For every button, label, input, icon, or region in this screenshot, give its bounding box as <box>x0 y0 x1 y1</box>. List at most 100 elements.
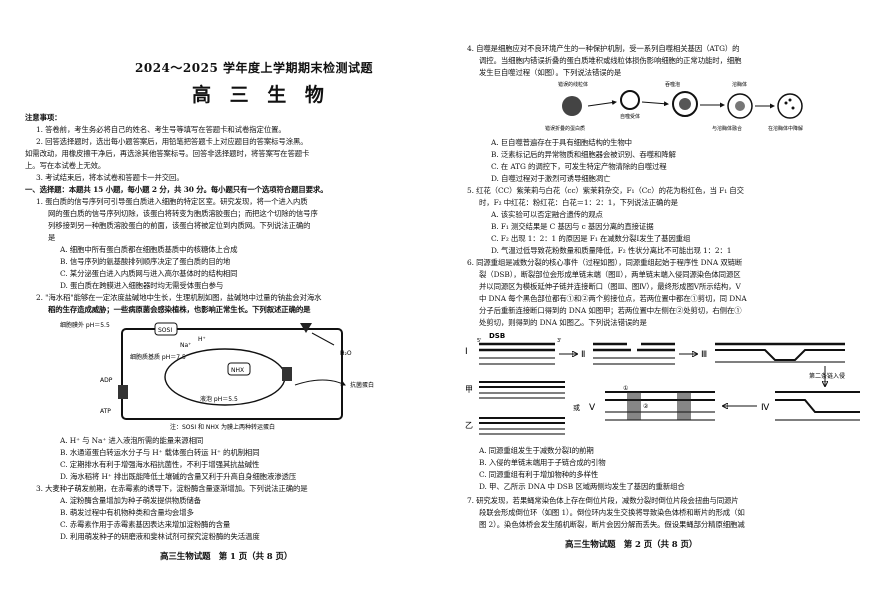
antibacterial-protein-label: 抗菌蛋白 <box>350 381 374 389</box>
page-footer-2: 高三生物试题 第 2 页（共 8 页） <box>565 540 698 550</box>
q4-option-c: C. 在 ATG 的调控下，可发生特定产物清除的自噬过程 <box>491 162 667 171</box>
water-label: H₂O <box>340 350 352 357</box>
fusion-vesicle <box>727 93 753 119</box>
proton-pump-membrane <box>118 385 128 399</box>
q3-option-d: D. 利用萌发种子的研磨液和斐林试剂可探究淀粉酶的失活温度 <box>60 532 260 541</box>
page-footer-1: 高三生物试题 第 1 页（共 8 页） <box>160 552 293 562</box>
adp-label: ADP <box>100 377 113 384</box>
stage-3-dna <box>715 342 845 363</box>
sosi-label: SOSI <box>158 327 172 334</box>
note-line: 上。写在本试卷上无效。 <box>25 161 106 170</box>
cytosol-ph-label: 细胞质基质 pH＝7.5 <box>130 353 186 361</box>
q6-option-c: C. 同源重组有利于增加物种的多样性 <box>479 470 599 479</box>
phagophore <box>620 90 640 110</box>
notes-heading: 注意事项： <box>25 113 62 122</box>
cargo <box>679 98 691 110</box>
na-label: Na⁺ <box>180 342 191 349</box>
stage-4-dna <box>775 391 860 421</box>
water-channel <box>300 323 312 333</box>
section-heading: 一、选择题：本题共 15 小题，每小题 2 分，共 30 分。每小题只有一个选项… <box>25 185 328 194</box>
note-line: 3. 考试结束后，将本试卷和答题卡一并交回。 <box>36 173 184 182</box>
h-label: H⁺ <box>198 336 206 343</box>
outside-ph-label: 细胞膜外 pH＝5.5 <box>60 321 110 329</box>
autolysosome <box>777 93 803 119</box>
end-3prime: 3' <box>557 338 562 344</box>
stage-3-label: Ⅲ <box>701 350 707 360</box>
q1-option-c: C. 某分泌蛋白进入内质网与进入高尔基体时的结构相同 <box>60 269 238 278</box>
second-strand-invasion-label: 第二条链入侵 <box>809 372 845 380</box>
q5-option-b: B. F₁ 测交结果是 C 基因与 c 基因分离的直接证据 <box>491 222 654 231</box>
q4-option-a: A. 巨自噬普遍存在于具有细胞结构的生物中 <box>491 138 632 147</box>
arrow <box>641 101 669 107</box>
figure-caption: 注：SOSI 和 NHX 为膜上两种转运蛋白 <box>170 423 275 431</box>
question-7-line: 7. 研究发现，若果蝇常染色体上存在倒位片段，减数分裂时倒位片段会扭曲与同源片 <box>467 496 739 505</box>
q5-option-c: C. F₂ 出现 1：2：1 的原因是 F₁ 在减数分裂Ⅰ发生了基因重组 <box>491 234 691 243</box>
q6-option-d: D. 甲、乙所示 DNA 中 DSB 区域两侧均发生了基因的重新组合 <box>479 482 685 491</box>
label-fusion: 与溶酶体融合 <box>712 125 742 132</box>
nhx-transporter <box>227 362 251 376</box>
label-lysosome: 溶酶体 <box>732 81 747 88</box>
q2-option-c: C. 定期排水有利于增强海水稻抗菌性，不利于增强其抗盐碱性 <box>60 460 260 469</box>
question-5-line: 时，F₂ 中红花：粉红花：白花＝1：2：1，下列说法正确的是 <box>479 198 678 207</box>
question-6-line: 处剪切，则得到的 DNA 如图乙。下列说法错误的是 <box>479 318 647 327</box>
question-6-line: 裂（DSB），断裂部位会形成单链末端（图Ⅱ），两单链末端入侵同源染色体同源区 <box>479 270 741 279</box>
note-line: 2. 回答选择题时，选出每小题答案后，用铅笔把答题卡上对应题目的答案标号涂黑。 <box>36 137 308 146</box>
q3-option-c: C. 赤霉素作用于赤霉素基因表达来增加淀粉酶的含量 <box>60 520 231 529</box>
sea-rice-cell-diagram: SOSI NHX 细胞膜外 pH＝5.5 细胞质基质 pH＝7.5 液泡 pH＝… <box>60 321 374 431</box>
question-1-line: 是 <box>48 233 56 242</box>
question-5-line: 5. 红花（CC）紫茉莉与白花（cc）紫茉莉杂交，F₁（Cc）的花为粉红色，当 … <box>467 186 744 195</box>
or-label: 或 <box>573 403 580 412</box>
sosi-transporter <box>154 322 178 336</box>
q2-option-b: B. 水通道蛋白转运水分子与 H⁺ 载体蛋白转运 H⁺ 的机制相同 <box>60 448 260 457</box>
end-5prime: 5' <box>477 338 482 344</box>
question-6-line: 6. 同源重组是减数分裂的核心事件（过程如图），同源重组起始于程序性 DNA 双… <box>467 258 743 267</box>
label-degradation: 在溶酶体中降解 <box>768 125 803 132</box>
q1-option-a: A. 细胞中所有蛋白质都在细胞质基质中的核糖体上合成 <box>60 245 238 254</box>
note-line: 1. 答卷前，考生务必将自己的姓名、考生号等填写在答题卡和试卷指定位置。 <box>36 125 286 134</box>
autophagy-diagram: 错误的线粒体 吞噬泡 自噬受体 溶酶体 错误折叠的蛋白质 与溶酶体融合 在溶酶体… <box>545 81 803 132</box>
result-jia-label: 甲 <box>465 385 473 394</box>
question-1-line: 1. 蛋白质的信号序列可引导蛋白质进入细胞的特定区室。研究发现，将一个进入内质 <box>36 197 308 206</box>
q1-option-b: B. 信号序列的氨基酸排列顺序决定了蛋白质的目的地 <box>60 257 231 266</box>
q6-option-a: A. 同源重组发生于减数分裂Ⅰ的前期 <box>479 446 594 455</box>
stage-5-dna <box>605 391 715 421</box>
q3-option-a: A. 淀粉酶含量增加为种子萌发提供物质储备 <box>60 496 201 505</box>
question-1-line: 网的蛋白质的信号序列切除，该蛋白将转变为胞质溶胶蛋白；而把这个切除的信号序 <box>48 209 318 218</box>
right-column: 4. 自噬是细胞应对不良环境产生的一种保护机制，受一系列自噬相关基因（ATG）的… <box>445 0 870 615</box>
question-6-line: 中 DNA 每个黑色部位都有①和②两个剪接位点，若两位置中都在①剪切，同 DNA <box>479 294 747 303</box>
left-column: 2024～2025 学年度上学期期末检测试题 高 三 生 物 注意事项： 1. … <box>25 61 374 562</box>
question-4-line: 4. 自噬是细胞应对不良环境产生的一种保护机制，受一系列自噬相关基因（ATG）的 <box>467 44 740 53</box>
result-yi-dna <box>479 417 565 435</box>
fused-cargo <box>735 101 745 111</box>
question-4-line: 调控。当细胞内错误折叠的蛋白质堆积或线粒体损伤影响细胞的正常功能时，细胞 <box>479 56 742 65</box>
question-7-line: 图 2）。染色体桥会发生随机断裂，断片会因分解而丢失。假设果蝇部分精原细胞减 <box>479 520 745 529</box>
cut-site-1: ① <box>623 385 628 392</box>
proton-pump-vacuole <box>282 367 292 381</box>
question-6-line: 分子后重新连接断口得到的 DNA 如图甲；若两位置中左侧在②处剪切，右侧在① <box>479 306 742 315</box>
water-arrow <box>311 332 335 346</box>
result-yi-label: 乙 <box>465 421 473 430</box>
secretion-arrow <box>294 379 346 386</box>
question-7-line: 段联会形成倒位环（如图 1）。倒位环内发生交换将导致染色体桥和断片的形成（如 <box>479 508 745 517</box>
question-6-line: 并以同源区为模板延伸子链并连接断口（图Ⅲ、图Ⅳ），最终形成图Ⅴ所示结构，Ⅴ <box>479 282 741 291</box>
question-1-line: 列移接到另一种胞质溶胶蛋白的前面，该蛋白将被定位到内质网。下列说法正确的 <box>48 221 311 230</box>
stage-1-label: Ⅰ <box>465 347 468 357</box>
damaged-mitochondrion <box>562 96 582 116</box>
label-damaged-mitochondria: 错误的线粒体 <box>558 81 588 88</box>
q6-option-b: B. 入侵的单链末端用于子链合成的引物 <box>479 458 606 467</box>
cut-site-2: ② <box>643 403 649 410</box>
q4-option-d: D. 自噬过程对于激烈可诱导细胞凋亡 <box>491 174 611 183</box>
question-3: 3. 大麦种子萌发前期，在赤霉素的诱导下，淀粉酶含量逐渐增加。下列说法正确的是 <box>36 484 308 493</box>
stage-2-label: Ⅱ <box>581 350 585 360</box>
arrow <box>587 100 617 107</box>
subject-title: 高 三 生 物 <box>192 84 330 106</box>
exam-year-title: 2024～2025 学年度上学期期末检测试题 <box>135 61 373 75</box>
vacuole-ph-label: 液泡 pH＝5.5 <box>200 395 238 403</box>
label-phagophore: 吞噬泡 <box>665 81 680 88</box>
note-line: 如需改动，用橡皮擦干净后，再选涂其他答案标号。回答非选择题时，将答案写在答题卡 <box>25 149 310 158</box>
homologous-recombination-diagram: DSB Ⅰ Ⅱ Ⅲ <box>465 332 860 435</box>
label-receptor: 自噬受体 <box>620 113 640 120</box>
q5-option-d: D. 气温过低导致花粉数量和质量降低，F₂ 性状分离比不可能出现 1：2：1 <box>491 246 732 255</box>
result-jia-dna <box>479 381 565 399</box>
